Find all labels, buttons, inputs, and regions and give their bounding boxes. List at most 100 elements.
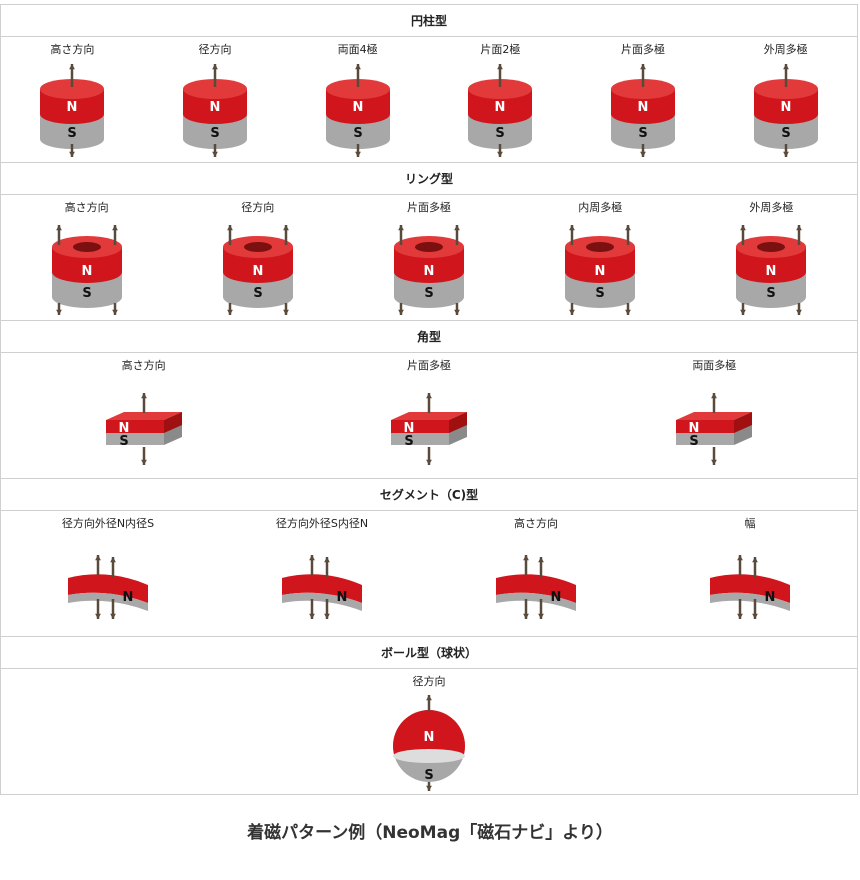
ring-magnet-illustration: NS: [394, 225, 464, 315]
sphere-magnet-illustration: NS: [393, 695, 465, 791]
svg-text:N: N: [495, 100, 506, 115]
svg-text:N: N: [689, 421, 700, 436]
svg-text:N: N: [780, 100, 791, 115]
segment-magnet-illustration: N: [282, 555, 362, 619]
pattern-cell: 高さ方向 N: [429, 511, 643, 636]
ring-magnet-illustration: NS: [51, 225, 122, 315]
svg-text:S: S: [424, 768, 433, 783]
section-header: 円柱型: [1, 5, 857, 37]
cylinder-magnet-illustration: NS: [611, 64, 676, 157]
svg-text:N: N: [404, 421, 415, 436]
pattern-label: 片面多極: [621, 43, 666, 56]
pattern-label: 径方向外径S内径N: [275, 517, 369, 530]
block-magnet-illustration: NS: [676, 393, 753, 465]
svg-text:N: N: [352, 100, 363, 115]
section-header: 角型: [1, 321, 857, 353]
ring-magnet-illustration: NS: [222, 225, 293, 315]
svg-text:N: N: [210, 100, 221, 115]
svg-text:S: S: [82, 286, 91, 301]
segment-magnet-illustration: N: [710, 555, 790, 619]
svg-text:N: N: [551, 590, 562, 605]
svg-text:S: S: [210, 126, 219, 141]
svg-text:S: S: [119, 434, 128, 449]
block-magnet-illustration: NS: [390, 393, 467, 465]
svg-text:N: N: [424, 264, 435, 279]
cylinder-magnet-illustration: NS: [468, 64, 533, 157]
svg-text:S: S: [496, 126, 505, 141]
section-header: セグメント（C)型: [1, 479, 857, 511]
ring-magnet-illustration: NS: [736, 225, 807, 315]
pattern-label: 内周多極: [578, 201, 623, 214]
svg-text:S: S: [596, 286, 605, 301]
pattern-label: 径方向: [412, 675, 446, 688]
svg-text:S: S: [638, 126, 647, 141]
svg-text:N: N: [123, 590, 134, 605]
cylinder-magnet-illustration: NS: [325, 64, 390, 157]
svg-text:S: S: [68, 126, 77, 141]
svg-text:N: N: [595, 264, 606, 279]
pattern-cell: 径方向外径S内径N N: [215, 511, 429, 636]
section-header: ボール型（球状）: [1, 637, 857, 669]
block-magnet-illustration: NS: [105, 393, 182, 465]
svg-text:N: N: [638, 100, 649, 115]
svg-text:N: N: [252, 264, 263, 279]
svg-text:N: N: [81, 264, 92, 279]
svg-text:S: S: [767, 286, 776, 301]
pattern-label: 高さ方向: [121, 359, 166, 372]
pattern-label: 両面多極: [692, 359, 737, 372]
svg-text:N: N: [765, 590, 776, 605]
ring-magnet-illustration: NS: [565, 225, 636, 315]
section-header: リング型: [1, 163, 857, 195]
pattern-label: 外周多極: [749, 201, 794, 214]
pattern-label: 幅: [744, 517, 756, 530]
svg-text:N: N: [337, 590, 348, 605]
segment-magnet-illustration: N: [496, 555, 576, 619]
figure-caption: 着磁パターン例（NeoMag「磁石ナビ」より）: [247, 823, 613, 843]
svg-text:S: S: [253, 286, 262, 301]
pattern-label: 径方向: [198, 43, 232, 56]
svg-text:S: S: [424, 286, 433, 301]
pattern-cell: 径方向外径N内径S N: [1, 511, 215, 636]
pattern-label: 径方向: [241, 201, 275, 214]
cylinder-magnet-illustration: NS: [40, 64, 105, 157]
cylinder-magnet-illustration: NS: [183, 64, 247, 157]
svg-text:N: N: [67, 100, 78, 115]
svg-text:N: N: [118, 421, 129, 436]
cylinder-magnet-illustration: NS: [753, 64, 818, 157]
pattern-label: 片面多極: [407, 201, 451, 214]
pattern-label: 外周多極: [763, 43, 808, 56]
svg-text:S: S: [404, 434, 413, 449]
svg-text:S: S: [690, 434, 699, 449]
svg-text:N: N: [424, 730, 435, 745]
pattern-label: 高さ方向: [514, 517, 558, 530]
pattern-label: 高さ方向: [50, 43, 95, 56]
svg-text:S: S: [353, 126, 362, 141]
svg-text:N: N: [766, 264, 777, 279]
pattern-label: 両面4極: [337, 43, 378, 56]
pattern-label: 径方向外径N内径S: [61, 517, 155, 530]
pattern-label: 片面2極: [480, 43, 521, 56]
svg-text:S: S: [781, 126, 790, 141]
pattern-label: 高さ方向: [64, 201, 109, 214]
